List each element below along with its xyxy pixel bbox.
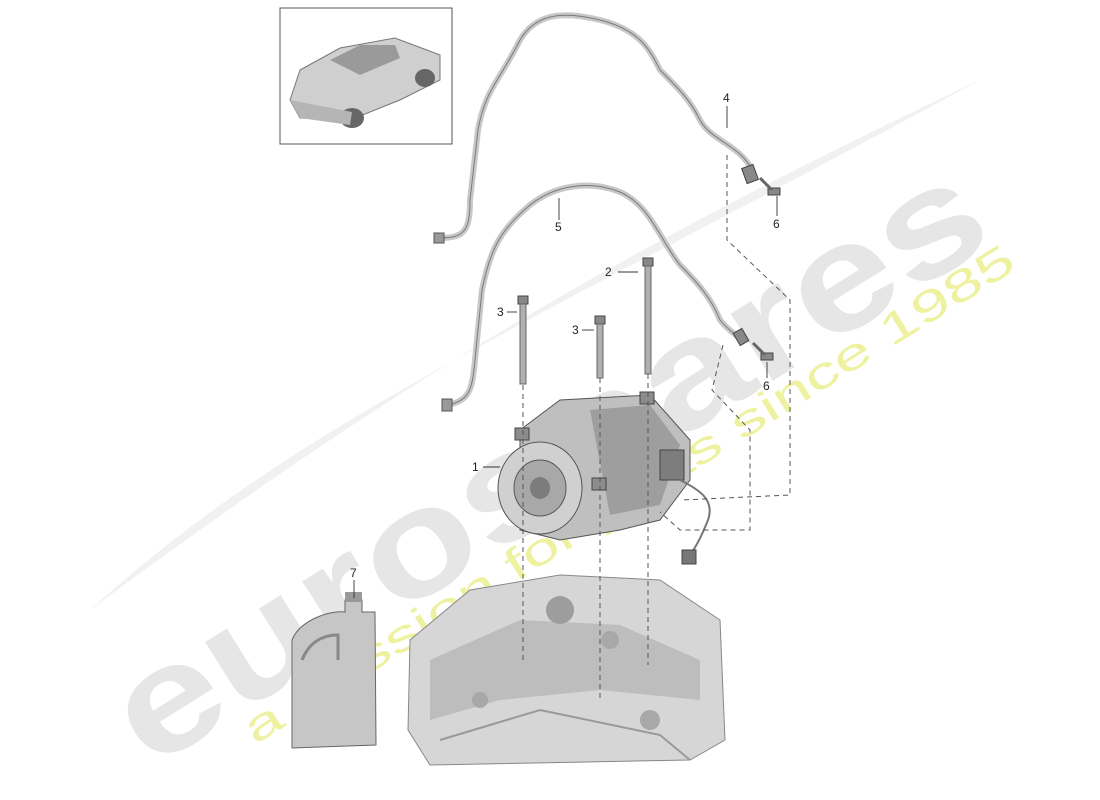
refrigerant-hose-4 — [437, 12, 755, 241]
callout-4: 4 — [723, 91, 730, 105]
bolt-2 — [642, 257, 654, 375]
hose-5-outline — [447, 185, 743, 406]
bolt-3-center — [594, 315, 606, 379]
vehicle-thumbnail — [279, 7, 453, 145]
callout-3-center: 3 — [572, 323, 579, 337]
oil-container — [291, 592, 377, 749]
engine-block — [407, 574, 726, 766]
callout-5: 5 — [555, 220, 562, 234]
sensor-cable — [679, 479, 711, 556]
callout-7: 7 — [350, 566, 357, 580]
assembly-guides — [522, 155, 791, 700]
callout-6-upper: 6 — [773, 217, 780, 231]
callout-labels: 1 2 3 3 4 5 6 6 7 — [350, 91, 780, 580]
car-icon — [289, 37, 441, 128]
callout-6-lower: 6 — [763, 379, 770, 393]
hose-4-outline — [439, 14, 753, 239]
hose-4-end-fitting — [433, 232, 445, 244]
callout-3-left: 3 — [497, 305, 504, 319]
hose-4-connector — [740, 163, 760, 185]
callout-1: 1 — [472, 460, 479, 474]
screw-6-upper — [758, 176, 781, 196]
sensor-plug — [681, 549, 697, 565]
screw-6-lower — [751, 341, 774, 361]
callout-2: 2 — [605, 265, 612, 279]
leader-lines — [353, 106, 778, 598]
hose-5-end-fitting — [441, 398, 453, 412]
bolt-3-left — [517, 295, 529, 385]
hose-5-connector — [732, 327, 750, 347]
